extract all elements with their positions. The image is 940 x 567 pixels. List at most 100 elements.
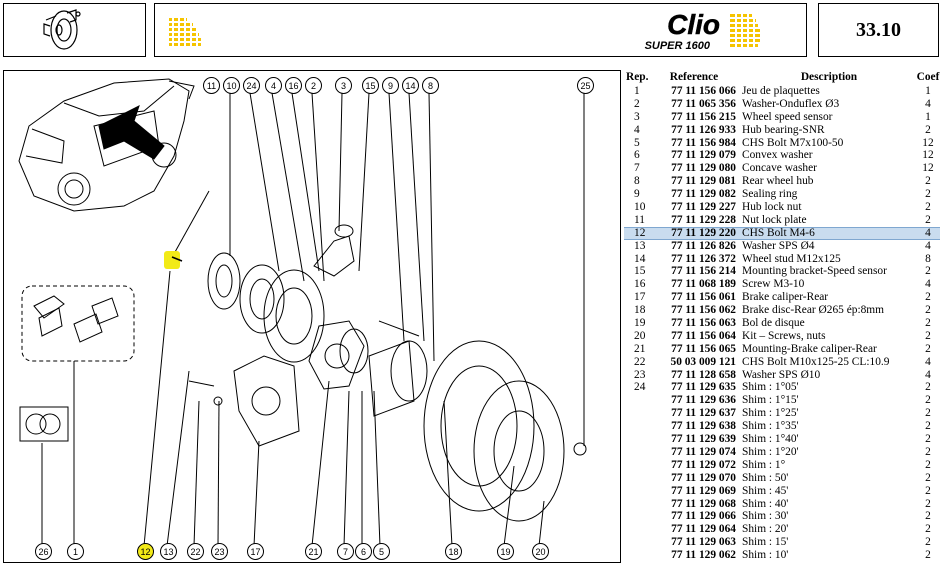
rep-cell: 1 bbox=[634, 85, 640, 97]
description-cell: Shim : 1°35' bbox=[742, 420, 799, 433]
coef-cell: 4 bbox=[925, 368, 931, 381]
rep-cell: 13 bbox=[634, 239, 646, 252]
coef-cell: 12 bbox=[922, 136, 934, 149]
callout-25[interactable]: 25 bbox=[577, 77, 594, 94]
reference-cell: 77 11 129 069 bbox=[671, 484, 736, 497]
description-cell: CHS Bolt M10x125-25 CL:10.9 bbox=[742, 355, 890, 368]
rep-cell: 22 bbox=[634, 355, 646, 368]
coef-cell: 2 bbox=[925, 329, 931, 342]
callout-11[interactable]: 11 bbox=[203, 77, 220, 94]
callout-5[interactable]: 5 bbox=[373, 543, 390, 560]
reference-cell: 77 11 129 079 bbox=[671, 149, 736, 162]
callout-9[interactable]: 9 bbox=[382, 77, 399, 94]
description-cell: Shim : 15' bbox=[742, 536, 789, 549]
callout-4[interactable]: 4 bbox=[265, 77, 282, 94]
coef-cell: 2 bbox=[925, 123, 931, 136]
description-cell: Shim : 40' bbox=[742, 497, 789, 510]
description-cell: Shim : 1°25' bbox=[742, 407, 799, 420]
table-header: Rep. Reference Description Coef bbox=[624, 70, 940, 85]
description-cell: Sealing ring bbox=[742, 188, 798, 201]
callout-14[interactable]: 14 bbox=[402, 77, 419, 94]
callout-18[interactable]: 18 bbox=[445, 543, 462, 560]
coef-cell: 2 bbox=[925, 536, 931, 549]
coef-cell: 4 bbox=[925, 239, 931, 252]
callout-13[interactable]: 13 bbox=[160, 543, 177, 560]
callout-1[interactable]: 1 bbox=[67, 543, 84, 560]
callout-21[interactable]: 21 bbox=[305, 543, 322, 560]
rep-cell bbox=[624, 394, 652, 407]
rep-cell: 11 bbox=[634, 213, 645, 226]
rep-cell bbox=[624, 523, 652, 536]
callout-7[interactable]: 7 bbox=[337, 543, 354, 560]
callout-20[interactable]: 20 bbox=[532, 543, 549, 560]
callout-19[interactable]: 19 bbox=[497, 543, 514, 560]
callout-16[interactable]: 16 bbox=[285, 77, 302, 94]
callout-23[interactable]: 23 bbox=[211, 543, 228, 560]
callout-2[interactable]: 2 bbox=[305, 77, 322, 94]
reference-cell: 77 11 129 062 bbox=[671, 549, 736, 562]
callout-12[interactable]: 12 bbox=[137, 543, 154, 560]
callout-10[interactable]: 10 bbox=[223, 77, 240, 94]
rep-cell: 21 bbox=[634, 342, 646, 355]
description-cell: Bol de disque bbox=[742, 317, 805, 330]
description-cell: Wheel speed sensor bbox=[742, 110, 833, 123]
title-banner: Clio SUPER 1600 bbox=[154, 3, 807, 57]
reference-cell: 77 11 156 984 bbox=[671, 136, 736, 149]
coef-cell: 1 bbox=[925, 85, 931, 97]
reference-cell: 77 11 126 826 bbox=[671, 239, 736, 252]
coef-cell: 1 bbox=[925, 110, 931, 123]
callout-26[interactable]: 26 bbox=[35, 543, 52, 560]
coef-cell: 2 bbox=[925, 407, 931, 420]
yellow-stripes-icon bbox=[169, 18, 201, 46]
callout-8[interactable]: 8 bbox=[422, 77, 439, 94]
callout-24[interactable]: 24 bbox=[243, 77, 260, 94]
callout-15[interactable]: 15 bbox=[362, 77, 379, 94]
coef-cell: 4 bbox=[925, 278, 931, 291]
callout-3[interactable]: 3 bbox=[335, 77, 352, 94]
callout-17[interactable]: 17 bbox=[247, 543, 264, 560]
reference-cell: 77 11 129 082 bbox=[671, 188, 736, 201]
callout-22[interactable]: 22 bbox=[187, 543, 204, 560]
description-cell: Concave washer bbox=[742, 162, 817, 175]
callout-6[interactable]: 6 bbox=[355, 543, 372, 560]
description-cell: Nut lock plate bbox=[742, 213, 807, 226]
